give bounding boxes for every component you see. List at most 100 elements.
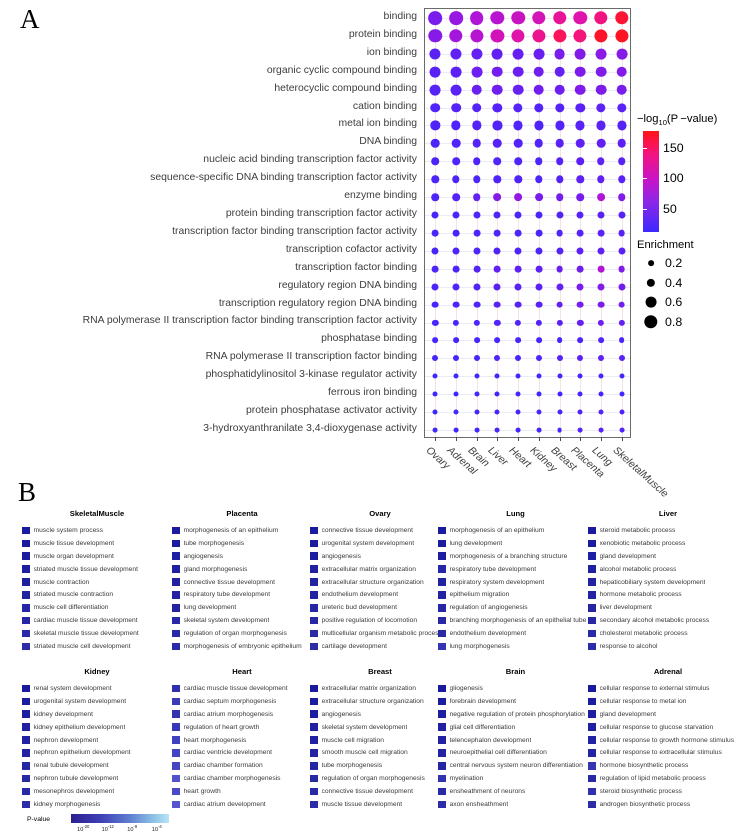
- tissue-term-label: hormone metabolic process: [599, 591, 682, 599]
- tissue-term-label: cellular response to glucose starvation: [599, 723, 714, 731]
- tissue-term-swatch: [310, 578, 318, 586]
- dotplot-dot: [515, 355, 522, 362]
- tissue-term-item: regulation of organ morphogenesis: [172, 627, 312, 640]
- tissue-term-label: axon ensheathment: [449, 800, 509, 808]
- tissue-term-label: striated muscle tissue development: [33, 565, 138, 573]
- dotplot-dot: [514, 211, 522, 219]
- tissue-term-swatch: [588, 800, 596, 809]
- tissue-term-swatch: [172, 787, 180, 796]
- dotplot-dot: [619, 409, 625, 415]
- tissue-term-item: heart growth: [172, 785, 312, 798]
- tissue-term-swatch: [172, 552, 180, 560]
- dotplot-dot: [431, 247, 439, 255]
- tissue-term-label: epithelium migration: [449, 591, 510, 599]
- tissue-term-swatch: [310, 800, 318, 809]
- tissue-term-item: negative regulation of protein phosphory…: [438, 708, 593, 721]
- tissue-term-item: striated muscle tissue development: [22, 563, 172, 576]
- tissue-term-label: cardiac septum morphogenesis: [183, 697, 277, 705]
- dotplot-dot: [577, 355, 584, 362]
- tissue-term-label: cellular response to extracellular stimu…: [599, 749, 722, 757]
- tissue-term-item: angiogenesis: [310, 708, 450, 721]
- tissue-term-item: cardiac muscle tissue development: [22, 614, 172, 627]
- tissue-term-swatch: [172, 565, 180, 573]
- dotplot-dot: [431, 229, 439, 237]
- tissue-term-swatch: [310, 749, 318, 757]
- tissue-term-item: nephron development: [22, 734, 172, 747]
- tissue-term-swatch: [438, 710, 446, 718]
- dotplot-dot: [556, 247, 564, 255]
- dotplot-row-label: protein binding: [348, 28, 417, 40]
- dotplot-dot: [595, 66, 607, 78]
- dotplot-row-label: transcription factor binding transcripti…: [172, 225, 417, 237]
- tissue-term-label: response to alcohol: [599, 642, 658, 650]
- tissue-term-swatch: [588, 539, 596, 548]
- tissue-term-item: muscle system process: [22, 524, 172, 537]
- tissue-term-swatch: [588, 723, 596, 731]
- tissue-term-item: endothelium development: [438, 627, 593, 640]
- tissue-term-swatch: [172, 749, 180, 757]
- tissue-term-label: cellular response to external stimulus: [599, 684, 710, 692]
- tissue-term-label: skeletal system development: [321, 723, 408, 731]
- dotplot-dot: [452, 157, 460, 166]
- tissue-term-item: skeletal system development: [310, 721, 450, 734]
- tissue-term-item: gland development: [588, 708, 746, 721]
- dotplot-dot: [554, 66, 565, 78]
- dotplot-dot: [595, 84, 607, 95]
- dotplot-dot: [618, 247, 626, 255]
- dotplot-dot: [432, 427, 438, 433]
- dotplot-dot: [533, 84, 545, 95]
- dotplot-x-tick: [518, 437, 520, 441]
- dotplot-dot: [535, 355, 542, 362]
- dotplot-dot: [452, 175, 460, 183]
- dotplot-dot: [573, 11, 587, 25]
- dotplot-x-tick: [559, 437, 561, 441]
- tissue-term-label: neuroepithelial cell differentiation: [449, 749, 547, 757]
- dotplot-dot: [474, 391, 480, 397]
- tissue-term-item: muscle cell migration: [310, 734, 450, 747]
- tissue-term-item: xenobiotic metabolic process: [588, 537, 746, 550]
- dotplot-dot: [452, 265, 460, 273]
- tissue-term-item: gliogenesis: [438, 682, 593, 695]
- dotplot-dot: [430, 120, 441, 131]
- tissue-term-item: hormone biosynthetic process: [588, 759, 746, 772]
- dotplot-dot: [594, 29, 608, 43]
- tissue-term-item: gland development: [588, 550, 746, 563]
- dotplot-dot: [472, 193, 481, 201]
- dotplot-dot: [557, 391, 563, 397]
- tissue-term-swatch: [438, 684, 446, 693]
- dotplot-dot: [495, 427, 500, 433]
- dotplot-dot: [430, 102, 441, 113]
- dotplot-dot: [432, 319, 439, 326]
- dotplot-dot: [618, 301, 626, 309]
- dotplot-dot: [574, 48, 586, 60]
- dotplot-dot: [432, 355, 439, 362]
- dotplot-dot: [597, 175, 605, 183]
- tissue-term-label: cellular response to growth hormone stim…: [599, 736, 735, 744]
- dotplot-dot: [598, 337, 604, 344]
- tissue-term-swatch: [310, 616, 318, 625]
- dotplot-horizontal-gridline: [425, 268, 630, 270]
- size-legend-label: 0.2: [665, 256, 683, 270]
- tissue-term-swatch: [22, 526, 30, 535]
- tissue-term-item: mesonephros development: [22, 785, 172, 798]
- tissue-term-swatch: [588, 616, 596, 625]
- dotplot-dot: [473, 319, 480, 326]
- dotplot-dot: [432, 391, 438, 397]
- dotplot-dot: [452, 247, 460, 255]
- tissue-term-item: liver development: [588, 601, 746, 614]
- dotplot-dot: [492, 120, 502, 130]
- tissue-term-label: gland development: [599, 552, 657, 560]
- tissue-term-label: gland development: [599, 710, 657, 718]
- dotplot-dot: [595, 48, 607, 60]
- dotplot-row-label: sequence-specific DNA binding transcript…: [150, 172, 417, 184]
- dotplot-horizontal-gridline: [425, 394, 630, 396]
- tissue-term-swatch: [172, 723, 180, 731]
- dotplot-dot: [514, 193, 523, 202]
- dotplot-dot: [577, 391, 583, 397]
- tissue-term-item: heart morphogenesis: [172, 734, 312, 747]
- tissue-term-swatch: [310, 697, 318, 706]
- dotplot-dot: [473, 301, 481, 309]
